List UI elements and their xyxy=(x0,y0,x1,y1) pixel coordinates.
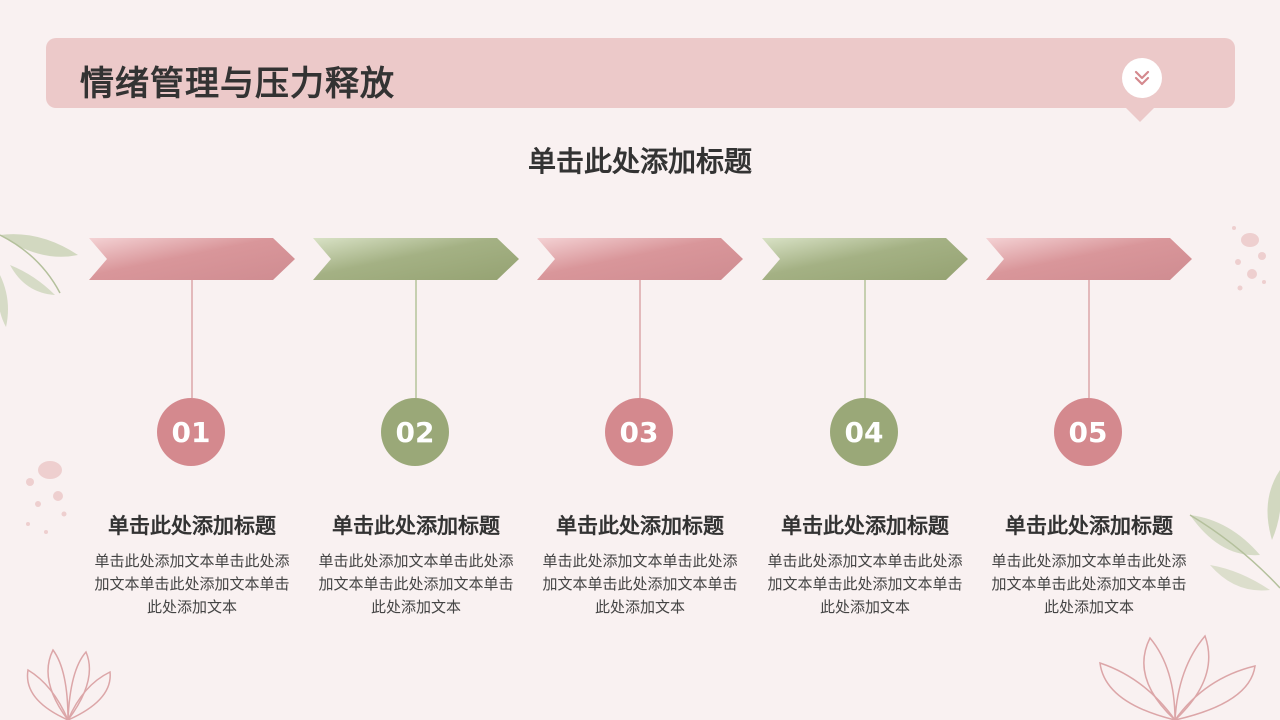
header-bar: 情绪管理与压力释放 xyxy=(46,38,1235,122)
timeline-connector xyxy=(415,280,417,398)
dots-decoration-right-icon xyxy=(1232,226,1266,291)
timeline-step-5: 05 单击此处添加标题 单击此处添加文本单击此处添加文本单击此处添加文本单击此处… xyxy=(986,238,1192,638)
step-description: 单击此处添加文本单击此处添加文本单击此处添加文本单击此处添加文本 xyxy=(542,552,738,616)
step-number-badge: 01 xyxy=(157,398,225,466)
step-number-badge: 02 xyxy=(381,398,449,466)
page-title: 情绪管理与压力释放 xyxy=(80,64,395,104)
step-title: 单击此处添加标题 xyxy=(108,514,276,538)
timeline-step-4: 04 单击此处添加标题 单击此处添加文本单击此处添加文本单击此处添加文本单击此处… xyxy=(762,238,968,638)
step-number-badge: 03 xyxy=(605,398,673,466)
step-description: 单击此处添加文本单击此处添加文本单击此处添加文本单击此处添加文本 xyxy=(767,552,963,616)
timeline-connector xyxy=(864,280,866,398)
step-title: 单击此处添加标题 xyxy=(1005,514,1173,538)
arrow-banner-icon xyxy=(537,238,743,280)
timeline-connector xyxy=(191,280,193,398)
header-pointer xyxy=(1126,108,1154,122)
leaf-decoration-right-icon xyxy=(1189,470,1280,591)
step-title: 单击此处添加标题 xyxy=(556,514,724,538)
step-description: 单击此处添加文本单击此处添加文本单击此处添加文本单击此处添加文本 xyxy=(318,552,514,616)
timeline-step-3: 03 单击此处添加标题 单击此处添加文本单击此处添加文本单击此处添加文本单击此处… xyxy=(537,238,743,638)
timeline-connector xyxy=(639,280,641,398)
flower-outline-left-icon xyxy=(26,648,111,720)
timeline-connector xyxy=(1088,280,1090,398)
flower-outline-right-icon xyxy=(1099,634,1256,720)
step-description: 单击此处添加文本单击此处添加文本单击此处添加文本单击此处添加文本 xyxy=(94,552,290,616)
step-description: 单击此处添加文本单击此处添加文本单击此处添加文本单击此处添加文本 xyxy=(991,552,1187,616)
step-number-badge: 04 xyxy=(830,398,898,466)
step-title: 单击此处添加标题 xyxy=(781,514,949,538)
arrow-banner-icon xyxy=(762,238,968,280)
double-chevron-down-icon xyxy=(1134,70,1150,86)
dots-decoration-left-icon xyxy=(26,461,67,534)
header-badge xyxy=(1122,58,1162,98)
arrow-banner-icon xyxy=(986,238,1192,280)
timeline-step-1: 01 单击此处添加标题 单击此处添加文本单击此处添加文本单击此处添加文本单击此处… xyxy=(89,238,295,638)
section-heading: 单击此处添加标题 xyxy=(527,145,752,178)
step-number-badge: 05 xyxy=(1054,398,1122,466)
arrow-banner-icon xyxy=(313,238,519,280)
arrow-banner-icon xyxy=(89,238,295,280)
step-title: 单击此处添加标题 xyxy=(332,514,500,538)
timeline-step-2: 02 单击此处添加标题 单击此处添加文本单击此处添加文本单击此处添加文本单击此处… xyxy=(313,238,519,638)
leaf-decoration-left-icon xyxy=(0,234,78,327)
